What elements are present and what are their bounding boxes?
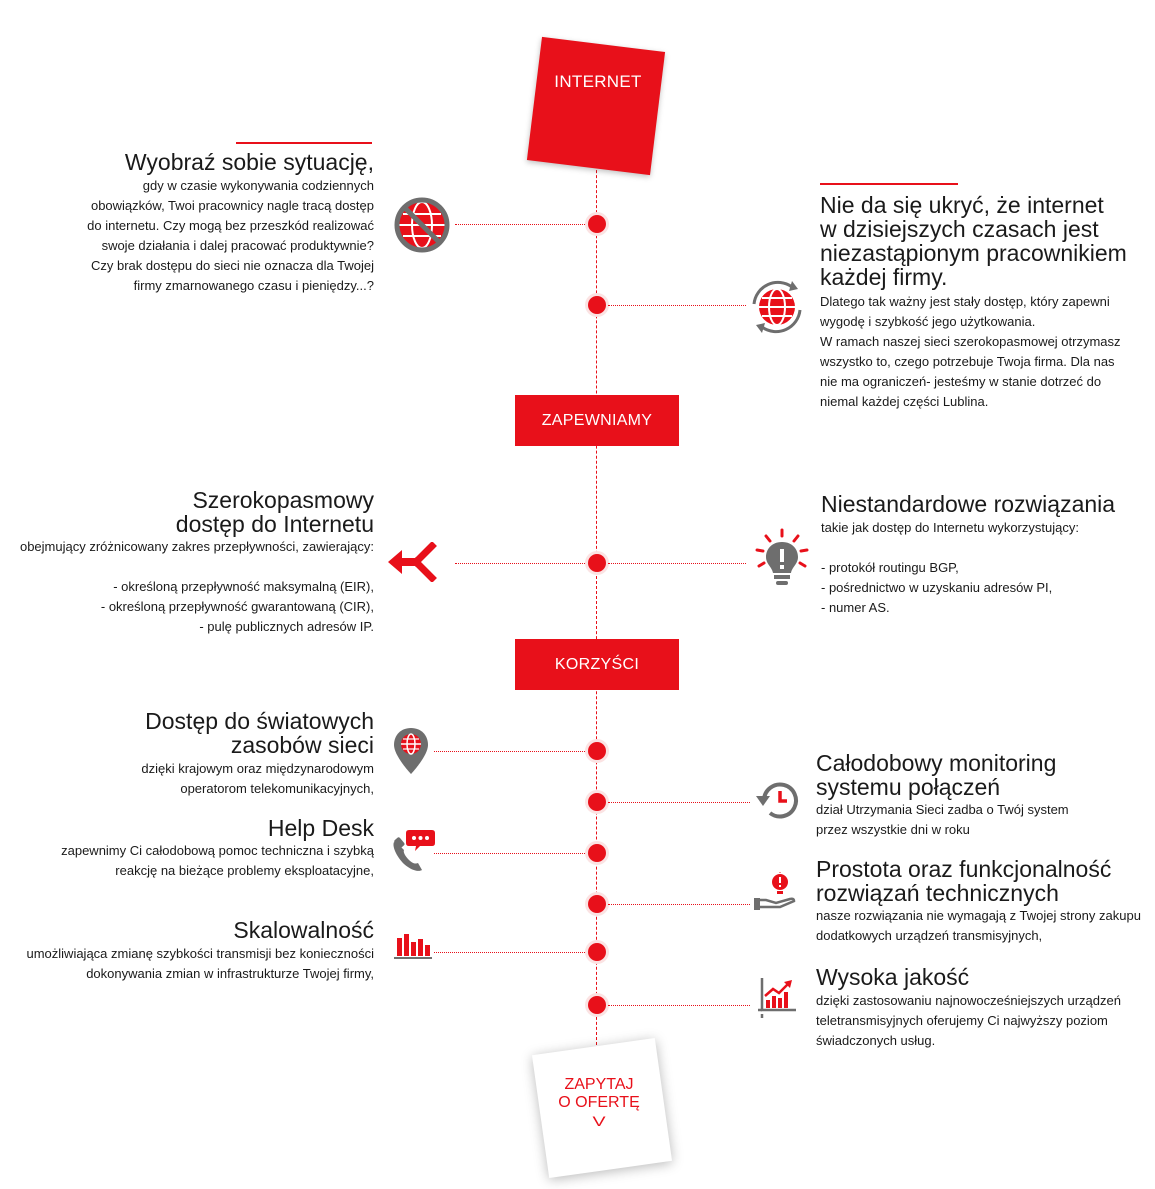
timeline-dot (588, 296, 606, 314)
broadband-text: obejmujący zróżnicowany zakres przepływn… (19, 539, 374, 634)
timeline-dot (588, 793, 606, 811)
scalability-title: Skalowalność (233, 917, 374, 943)
map-pin-globe-icon (394, 728, 428, 779)
scalability-text: umożliwiająca zmianę szybkości transmisj… (26, 946, 374, 981)
intro-right-text: Dlatego tak ważny jest stały dostęp, któ… (820, 294, 1121, 409)
monitoring-text: dział Utrzymania Sieci zadba o Twój syst… (816, 802, 1069, 837)
quality-text: dzięki zastosowaniu najnowocześniejszych… (816, 993, 1121, 1048)
timeline-dot (588, 742, 606, 760)
custom-title: Niestandardowe rozwiązania (821, 491, 1116, 517)
monitoring-title: Całodobowy monitoring systemu połączeń (816, 750, 1057, 800)
intro-left-title: Wyobraź sobie sytuację, (124, 149, 374, 175)
connector (608, 563, 746, 564)
connector (608, 1005, 750, 1006)
connector (434, 853, 587, 854)
connector (608, 802, 750, 803)
connector (434, 751, 587, 752)
bar-chart-icon (394, 930, 432, 965)
clock-history-icon (754, 780, 800, 825)
intro-right-title: Nie da się ukryć, że internet w dzisiejs… (820, 192, 1127, 290)
connector (608, 904, 750, 905)
helpdesk-title: Help Desk (267, 815, 374, 841)
globe-refresh-icon (748, 278, 806, 341)
connector (434, 952, 587, 953)
simplicity-text: nasze rozwiązania nie wymagają z Twojej … (816, 908, 1141, 943)
custom-text: takie jak dostęp do Internetu wykorzystu… (821, 520, 1079, 615)
timeline-dot (588, 996, 606, 1014)
simplicity-title: Prostota oraz funkcjonalność rozwiązań t… (816, 856, 1112, 906)
internet-box (526, 36, 666, 176)
connector (455, 563, 587, 564)
connector (608, 305, 746, 306)
connector (455, 224, 587, 225)
intro-left-text: gdy w czasie wykonywania codziennych obo… (87, 178, 374, 293)
ask-offer-label[interactable]: ZAPYTAJ O OFERTĘ V (540, 1076, 658, 1130)
internet-label: INTERNET (554, 72, 642, 91)
timeline-line (596, 140, 597, 1060)
phone-chat-icon (390, 826, 436, 877)
arrow-split-icon (388, 541, 446, 587)
timeline-dot (588, 554, 606, 572)
timeline-dot (588, 943, 606, 961)
section-zapewniamy: ZAPEWNIAMY (515, 395, 679, 446)
intro-left-rule (236, 142, 372, 144)
no-internet-globe-icon (393, 196, 451, 259)
global-title: Dostęp do światowych zasobów sieci (145, 708, 374, 758)
quality-title: Wysoka jakość (816, 964, 970, 990)
lightbulb-alert-icon (754, 528, 810, 593)
section-korzysci: KORZYŚCI (515, 639, 679, 690)
global-text: dzięki krajowym oraz międzynarodowym ope… (141, 761, 374, 796)
helpdesk-text: zapewnimy Ci całodobową pomoc techniczna… (61, 843, 374, 878)
hand-idea-icon (754, 872, 800, 919)
timeline-dot (588, 215, 606, 233)
broadband-title: Szerokopasmowy dostęp do Internetu (175, 487, 374, 537)
timeline-dot (588, 844, 606, 862)
growth-chart-icon (756, 976, 798, 1023)
intro-right-rule (820, 183, 958, 185)
timeline-dot (588, 895, 606, 913)
chevron-down-icon: V (592, 1113, 606, 1129)
